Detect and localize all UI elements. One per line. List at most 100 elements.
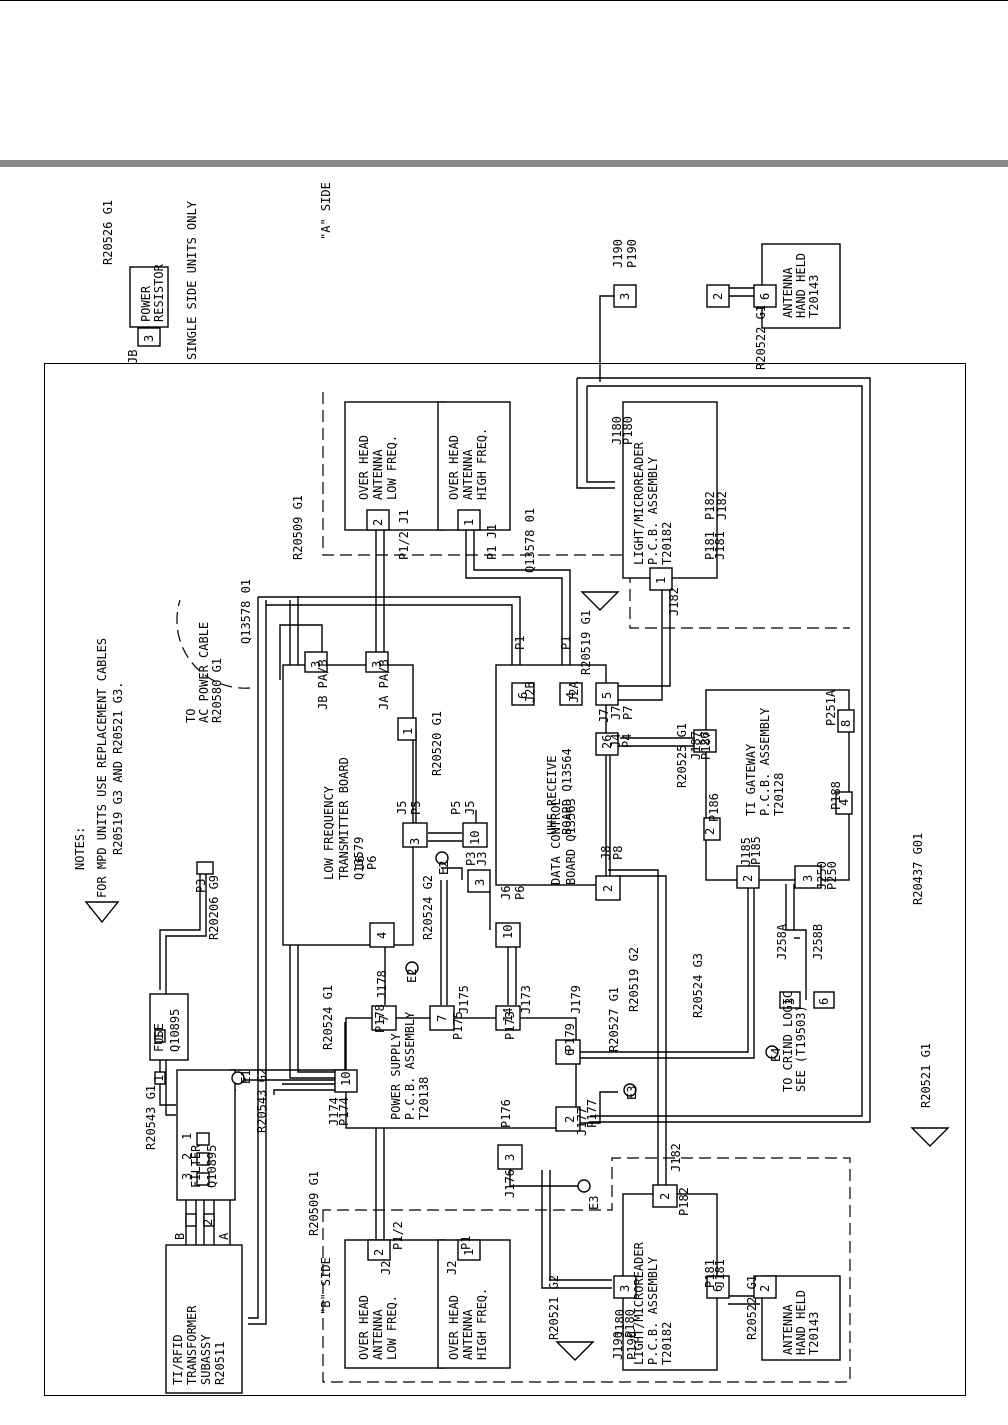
ref-16: P1	[513, 636, 527, 650]
ref-64: E3	[625, 1086, 639, 1100]
fuse-label-line-1: Q10895	[168, 1009, 182, 1052]
cable-label-5: R20522 G1	[754, 305, 768, 370]
pin-20: 10	[501, 925, 515, 939]
to-crind-logic-line-0: TO CRIND LOGIC	[781, 991, 795, 1092]
ref-35: P3	[464, 852, 478, 866]
ref-52: J173	[519, 985, 533, 1014]
fuse-label-line-0: FUSE	[152, 1023, 166, 1052]
ref-66: J182	[669, 1143, 683, 1172]
ref-33: P6	[365, 856, 379, 870]
ref-18: P1	[559, 636, 573, 650]
antenna-hh-a-label-line-2: T20143	[807, 275, 821, 318]
to-ac-power-cable-line-2: R20580 G1	[210, 658, 224, 723]
ref-28: P5	[449, 801, 463, 815]
pin-15: 8	[839, 720, 853, 727]
cable-label-4: R20519 G1	[579, 610, 593, 675]
ref-60: P176	[499, 1099, 513, 1128]
cable-label-10: R20543 G1	[144, 1085, 158, 1150]
ref-47: P178	[373, 1004, 387, 1033]
lf-board-label-line-0: LOW FREQUENCY	[322, 785, 336, 880]
light-a-label-line-0: LIGHT/MICROREADER	[632, 441, 646, 565]
ref-59: E4	[769, 1048, 783, 1062]
power-supply-label-line-1: P.C.B. ASSEMBLY	[403, 1011, 417, 1120]
cable-label-19: R20521 G2	[547, 1275, 561, 1340]
pin-43: 2	[201, 1219, 215, 1226]
antenna-high-a-label-line-1: ANTENNA	[461, 449, 475, 500]
cable-label-11: R20543 G2	[255, 1068, 269, 1133]
antenna-high-b-label-line-1: ANTENNA	[461, 1309, 475, 1360]
power-supply-label-line-0: POWER SUPPLY	[389, 1033, 403, 1120]
ref-80: A	[217, 1232, 231, 1240]
pin-27: 7	[435, 1015, 449, 1022]
ref-61: J176	[503, 1169, 517, 1198]
notes-heading: NOTES:	[73, 827, 87, 870]
pin-22: 2	[741, 875, 755, 882]
ref-45: J258A	[775, 923, 789, 960]
pin-11: 4	[564, 692, 578, 699]
cable-label-18: R20509 G1	[307, 1171, 321, 1236]
ref-78: P3	[194, 879, 208, 893]
pin-4: 1	[462, 519, 476, 526]
light-a-label-line-2: T20182	[660, 522, 674, 565]
ref-30: P188	[829, 781, 843, 810]
pin-23: 3	[801, 875, 815, 882]
ref-81: 1	[180, 1133, 194, 1140]
ref-11: P182	[703, 491, 717, 520]
header-divider	[0, 160, 1008, 167]
ref-62: J177	[575, 1107, 589, 1136]
power-resistor-label-line-0: POWER	[139, 285, 153, 322]
ref-19: J7	[609, 706, 623, 720]
ref-27: P5	[409, 801, 423, 815]
ref-70: J190	[611, 1331, 625, 1360]
notes-line-1: FOR MPD UNITS USE REPLACEMENT CABLES	[95, 638, 109, 898]
cable-label-8: R20524 G2	[421, 875, 435, 940]
ref-40: P8	[611, 846, 625, 860]
ref-25: P251A	[824, 689, 838, 726]
cable-label-0: R20526 G1	[101, 200, 115, 265]
transformer-label-line-3: R20511	[213, 1342, 227, 1385]
a-side-label: "A" SIDE	[319, 182, 333, 240]
antenna-hh-b-label-line-0: ANTENNA	[781, 1304, 795, 1355]
ref-1: JB PA/B	[316, 659, 330, 710]
ref-15: J2B	[523, 681, 537, 703]
pin-13: 26	[600, 735, 614, 749]
cable-label-12: R20524 G1	[321, 985, 335, 1050]
pin-33: 3	[503, 1154, 517, 1161]
ref-74: J2	[379, 1261, 393, 1275]
gateway-label-line-1: P.C.B. ASSEMBLY	[758, 707, 772, 816]
antenna-high-a-label-line-0: OVER HEAD	[447, 435, 461, 500]
pin-37: 1	[462, 1249, 476, 1256]
ref-22: P187	[699, 731, 713, 760]
ref-68: J180	[613, 1309, 627, 1338]
transformer-label-line-0: TI/RFID	[171, 1334, 185, 1385]
uhf-board-label-line-1: BOARD Q13564	[560, 748, 574, 835]
pin-28: 14	[501, 1008, 515, 1022]
pin-9: 1	[401, 728, 415, 735]
ref-23: J4	[609, 734, 623, 748]
filter-label-line-0: FILTER	[189, 1144, 203, 1188]
ref-43: J250	[815, 861, 829, 890]
pin-24: 3	[783, 998, 797, 1005]
antenna-low-a-label-line-2: LOW FREQ.	[385, 435, 399, 500]
ref-2: JA PA/B	[377, 659, 391, 710]
ref-20: P7	[621, 706, 635, 720]
pin-34: 2	[563, 1116, 577, 1123]
ref-31: P186	[707, 793, 721, 822]
ref-63: P177	[585, 1099, 599, 1128]
antenna-low-a-label-line-0: OVER HEAD	[357, 435, 371, 500]
pin-26: 7	[377, 1015, 391, 1022]
antenna-high-a-label-line-2: HIGH FREQ.	[475, 428, 489, 500]
cable-label-3: Q13578 01	[523, 508, 537, 573]
pin-39: 1	[152, 1033, 166, 1040]
data-board-label-line-1: BOARD Q13563	[564, 798, 578, 885]
antenna-high-b-label-line-0: OVER HEAD	[447, 1295, 461, 1360]
antenna-high-b-label-line-2: HIGH FREQ.	[475, 1288, 489, 1360]
pin-38: 1	[152, 1075, 166, 1082]
antenna-hh-a-label-line-0: ANTENNA	[781, 267, 795, 318]
ref-82: 2	[180, 1153, 194, 1160]
cable-label-17: R20521 G1	[919, 1043, 933, 1108]
ref-50: P175	[451, 1011, 465, 1040]
pin-31: 2	[703, 828, 717, 835]
ref-3: P1/2 J1	[397, 509, 411, 560]
pin-6: 2	[711, 293, 725, 300]
